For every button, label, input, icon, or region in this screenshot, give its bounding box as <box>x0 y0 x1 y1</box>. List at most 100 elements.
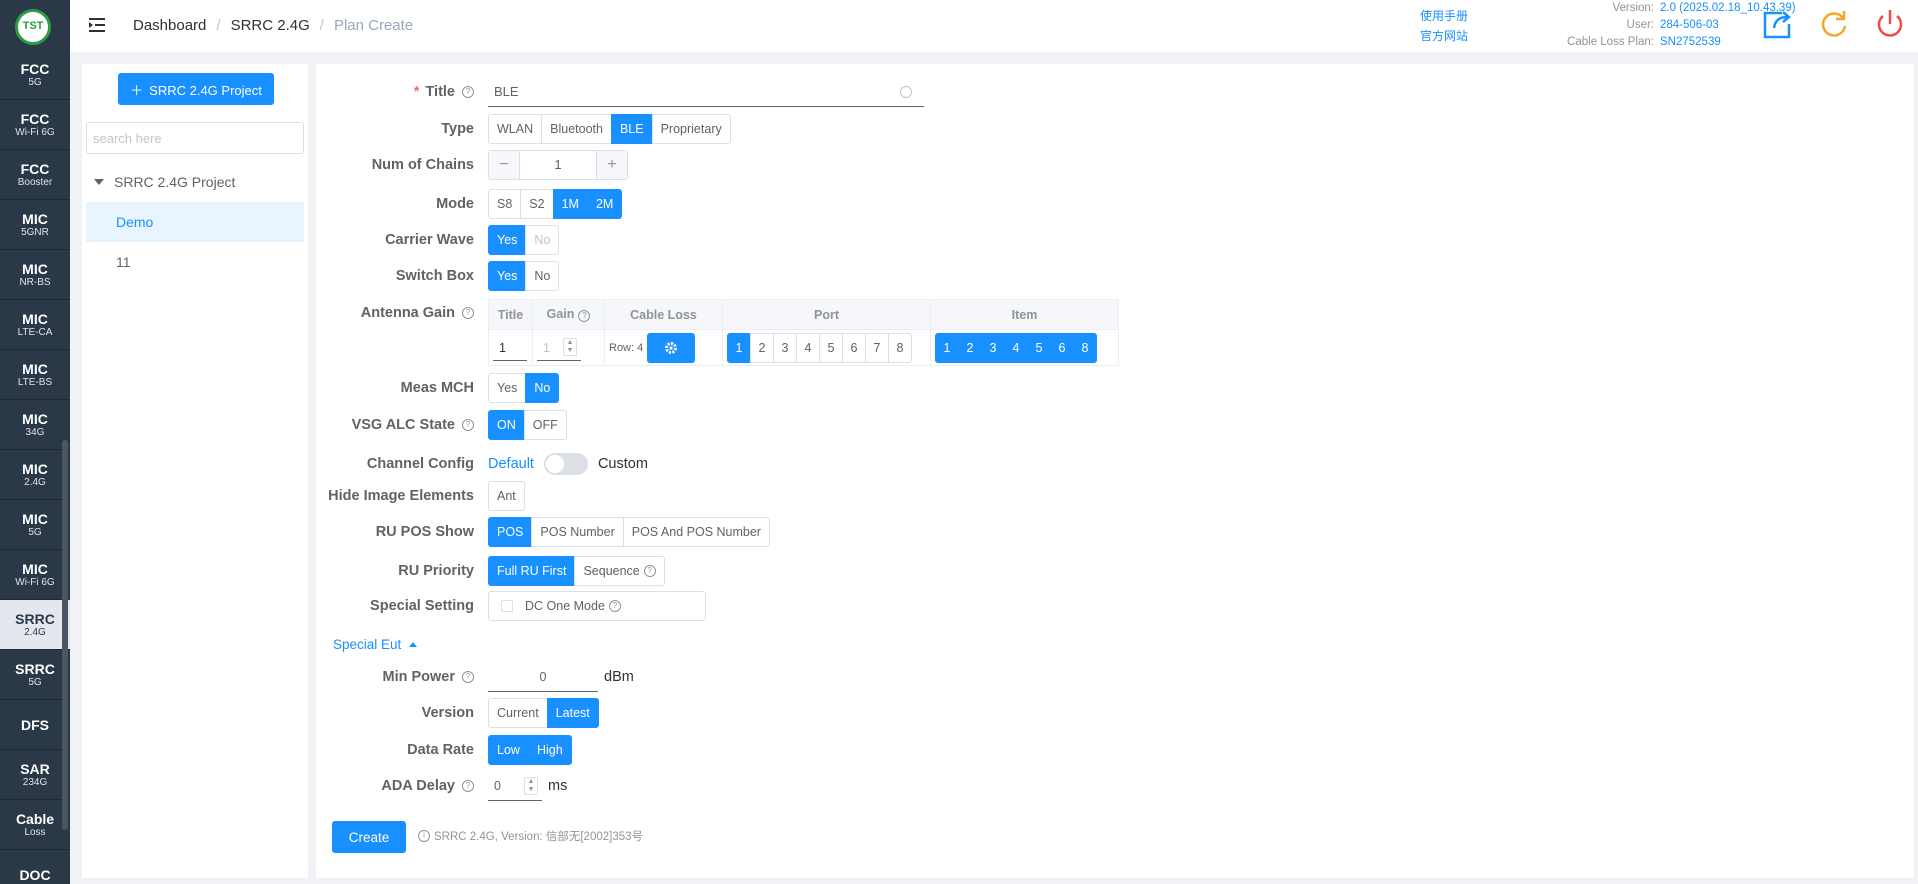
item-button-2[interactable]: 2 <box>958 332 982 363</box>
chains-stepper[interactable]: − 1 + <box>488 150 628 180</box>
help-icon[interactable]: ? <box>462 671 474 683</box>
datarate-option-low[interactable]: Low <box>488 735 529 765</box>
version-option-latest[interactable]: Latest <box>546 698 599 728</box>
dc-one-mode-checkbox[interactable]: DC One Mode? <box>488 591 706 621</box>
help-icon[interactable]: ? <box>462 307 474 319</box>
rupri-option-sequence[interactable]: Sequence? <box>574 556 665 586</box>
help-icon[interactable]: ? <box>608 600 621 612</box>
antenna-title-input[interactable]: 1 <box>493 335 527 361</box>
menu-toggle-icon[interactable] <box>88 16 106 34</box>
datarate-option-high[interactable]: High <box>527 735 572 765</box>
help-icon[interactable]: ? <box>578 310 591 322</box>
port-button-3[interactable]: 3 <box>773 332 797 363</box>
item-button-3[interactable]: 3 <box>981 332 1005 363</box>
checkbox-icon[interactable] <box>501 600 513 612</box>
breadcrumb-dashboard[interactable]: Dashboard <box>133 17 207 34</box>
nav-item-doc[interactable]: DOC <box>0 850 70 884</box>
vsg-option-off[interactable]: OFF <box>523 410 567 440</box>
mode-option-2m[interactable]: 2M <box>586 189 623 219</box>
ada-delay-input[interactable]: 0▲▼ <box>488 771 542 801</box>
rupos-option-pos-and-pos-number[interactable]: POS And POS Number <box>622 517 770 547</box>
website-link[interactable]: 官方网站 <box>1420 29 1469 43</box>
type-option-bluetooth[interactable]: Bluetooth <box>541 114 612 144</box>
version-option-current[interactable]: Current <box>488 698 548 728</box>
meas-option-no[interactable]: No <box>525 373 560 403</box>
refresh-icon[interactable] <box>1816 6 1852 42</box>
item-button-8[interactable]: 8 <box>1073 332 1097 363</box>
rupri-option-full-ru-first[interactable]: Full RU First <box>488 556 576 586</box>
spinner-icon[interactable]: ▲▼ <box>524 777 538 795</box>
port-button-5[interactable]: 5 <box>819 332 843 363</box>
special-eut-toggle[interactable]: Special Eut <box>333 637 418 652</box>
carrier-option-no[interactable]: No <box>525 225 560 255</box>
tree-node-11[interactable]: 11 <box>86 242 304 282</box>
rupos-option-pos[interactable]: POS <box>488 517 533 547</box>
create-button[interactable]: Create <box>332 821 406 853</box>
help-icon[interactable]: ? <box>462 86 474 98</box>
vsg-option-on[interactable]: ON <box>488 410 525 440</box>
channel-config-toggle[interactable] <box>543 453 588 475</box>
cable-loss-settings-button[interactable] <box>647 332 696 363</box>
nav-item-dfs[interactable]: DFS <box>0 700 70 750</box>
mode-option-1m[interactable]: 1M <box>552 189 588 219</box>
rupos-option-pos-number[interactable]: POS Number <box>531 517 624 547</box>
switchbox-option-no[interactable]: No <box>525 261 560 291</box>
type-option-wlan[interactable]: WLAN <box>488 114 543 144</box>
spinner-icon[interactable]: ▲▼ <box>563 337 577 356</box>
antenna-gain-input[interactable]: 1▲▼ <box>537 335 581 361</box>
mode-option-s2[interactable]: S2 <box>520 189 554 219</box>
item-button-1[interactable]: 1 <box>935 332 959 363</box>
port-button-2[interactable]: 2 <box>750 332 774 363</box>
channel-custom-label[interactable]: Custom <box>597 456 648 472</box>
increment-button[interactable]: + <box>597 151 627 179</box>
manual-link[interactable]: 使用手册 <box>1420 9 1469 23</box>
help-icon[interactable]: ? <box>643 565 656 577</box>
decrement-button[interactable]: − <box>489 151 519 179</box>
hide-option-ant[interactable]: Ant <box>488 481 525 511</box>
power-icon[interactable] <box>1872 6 1908 42</box>
port-button-6[interactable]: 6 <box>842 332 866 363</box>
export-icon[interactable] <box>1760 6 1796 42</box>
search-input[interactable] <box>86 122 304 154</box>
tree-node-demo[interactable]: Demo <box>86 202 304 242</box>
port-button-1[interactable]: 1 <box>727 332 751 363</box>
type-option-proprietary[interactable]: Proprietary <box>651 114 731 144</box>
help-icon[interactable]: ? <box>462 419 474 431</box>
help-icon[interactable]: ? <box>462 780 474 792</box>
item-button-6[interactable]: 6 <box>1050 332 1074 363</box>
channel-default-label[interactable]: Default <box>488 456 534 472</box>
chains-value[interactable]: 1 <box>519 151 597 179</box>
cable-plan-value[interactable]: SN2752539 <box>1660 36 1721 48</box>
port-button-7[interactable]: 7 <box>865 332 889 363</box>
caret-down-icon[interactable] <box>94 179 104 185</box>
title-input[interactable]: BLE <box>488 77 924 107</box>
item-button-5[interactable]: 5 <box>1027 332 1051 363</box>
port-button-4[interactable]: 4 <box>796 332 820 363</box>
nav-scrollbar[interactable] <box>62 440 68 830</box>
breadcrumb-srrc[interactable]: SRRC 2.4G <box>230 17 310 34</box>
type-option-ble[interactable]: BLE <box>610 114 653 144</box>
port-button-8[interactable]: 8 <box>888 332 912 363</box>
mode-option-s8[interactable]: S8 <box>488 189 522 219</box>
switchbox-option-yes[interactable]: Yes <box>488 261 527 291</box>
tree-node-root[interactable]: SRRC 2.4G Project <box>86 162 304 202</box>
carrier-option-yes[interactable]: Yes <box>488 225 527 255</box>
min-power-input[interactable]: 0 <box>488 662 598 692</box>
add-project-button[interactable]: ＋SRRC 2.4G Project <box>118 73 274 105</box>
meas-option-yes[interactable]: Yes <box>488 373 527 403</box>
